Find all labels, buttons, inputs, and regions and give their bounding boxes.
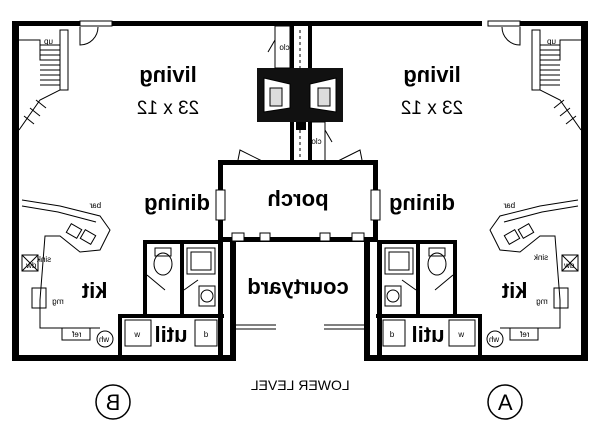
entry-doors bbox=[79, 20, 521, 46]
kit-label-right: kit bbox=[501, 278, 527, 303]
wh-label-left: wh bbox=[99, 335, 110, 344]
living-label-right: living bbox=[403, 62, 460, 87]
up-label-left: up bbox=[44, 37, 53, 46]
rng-label-left: rng bbox=[52, 297, 64, 306]
rng-label-right: rng bbox=[536, 297, 548, 306]
unit-marker-right: A bbox=[487, 384, 523, 420]
room-labels: living 23 x 12 living 23 x 12 dining din… bbox=[81, 62, 527, 347]
level-caption: LOWER LEVEL bbox=[251, 377, 350, 393]
fireplace bbox=[257, 30, 343, 164]
living-label-left: living bbox=[139, 62, 196, 87]
exterior-walls bbox=[12, 21, 588, 361]
w-label-left: w bbox=[134, 330, 141, 339]
unit-marker-left: B bbox=[95, 384, 131, 420]
unit-letter-right: A bbox=[498, 390, 513, 415]
courtyard-label: courtyard bbox=[247, 274, 348, 299]
porch-label: porch bbox=[267, 186, 328, 211]
clo-label-top: clo bbox=[279, 43, 290, 52]
bar-label-right: bar bbox=[503, 201, 515, 210]
kit-label-left: kit bbox=[81, 278, 107, 303]
fixture-labels: up up clo clo bar bar sink sink dw dw rn… bbox=[26, 37, 574, 344]
bar-label-left: bar bbox=[89, 201, 101, 210]
left-unit-interior bbox=[18, 29, 224, 358]
clo-label-bottom: clo bbox=[311, 137, 322, 146]
up-label-right: up bbox=[547, 37, 556, 46]
dining-label-left: dining bbox=[144, 190, 210, 215]
dw-label-right: dw bbox=[564, 261, 574, 270]
dw-label-left: dw bbox=[26, 261, 36, 270]
util-label-right: util bbox=[412, 322, 445, 347]
sink-label-right: sink bbox=[533, 253, 548, 262]
d-label-right: d bbox=[390, 330, 394, 339]
right-unit-interior bbox=[376, 29, 582, 358]
porch-doors bbox=[237, 149, 363, 162]
d-label-left: d bbox=[204, 330, 208, 339]
w-label-right: w bbox=[458, 330, 465, 339]
wh-label-right: wh bbox=[489, 335, 500, 344]
courtyard-walls bbox=[230, 242, 370, 361]
unit-letter-left: B bbox=[106, 390, 121, 415]
ref-label-left: ref bbox=[71, 330, 81, 339]
sink-label-left: sink bbox=[36, 255, 51, 264]
closets bbox=[267, 25, 333, 163]
living-dim-left: 23 x 12 bbox=[137, 98, 199, 119]
living-dim-right: 23 x 12 bbox=[401, 98, 463, 119]
dining-label-right: dining bbox=[389, 190, 455, 215]
ref-label-right: ref bbox=[519, 330, 529, 339]
util-label-left: util bbox=[155, 322, 188, 347]
